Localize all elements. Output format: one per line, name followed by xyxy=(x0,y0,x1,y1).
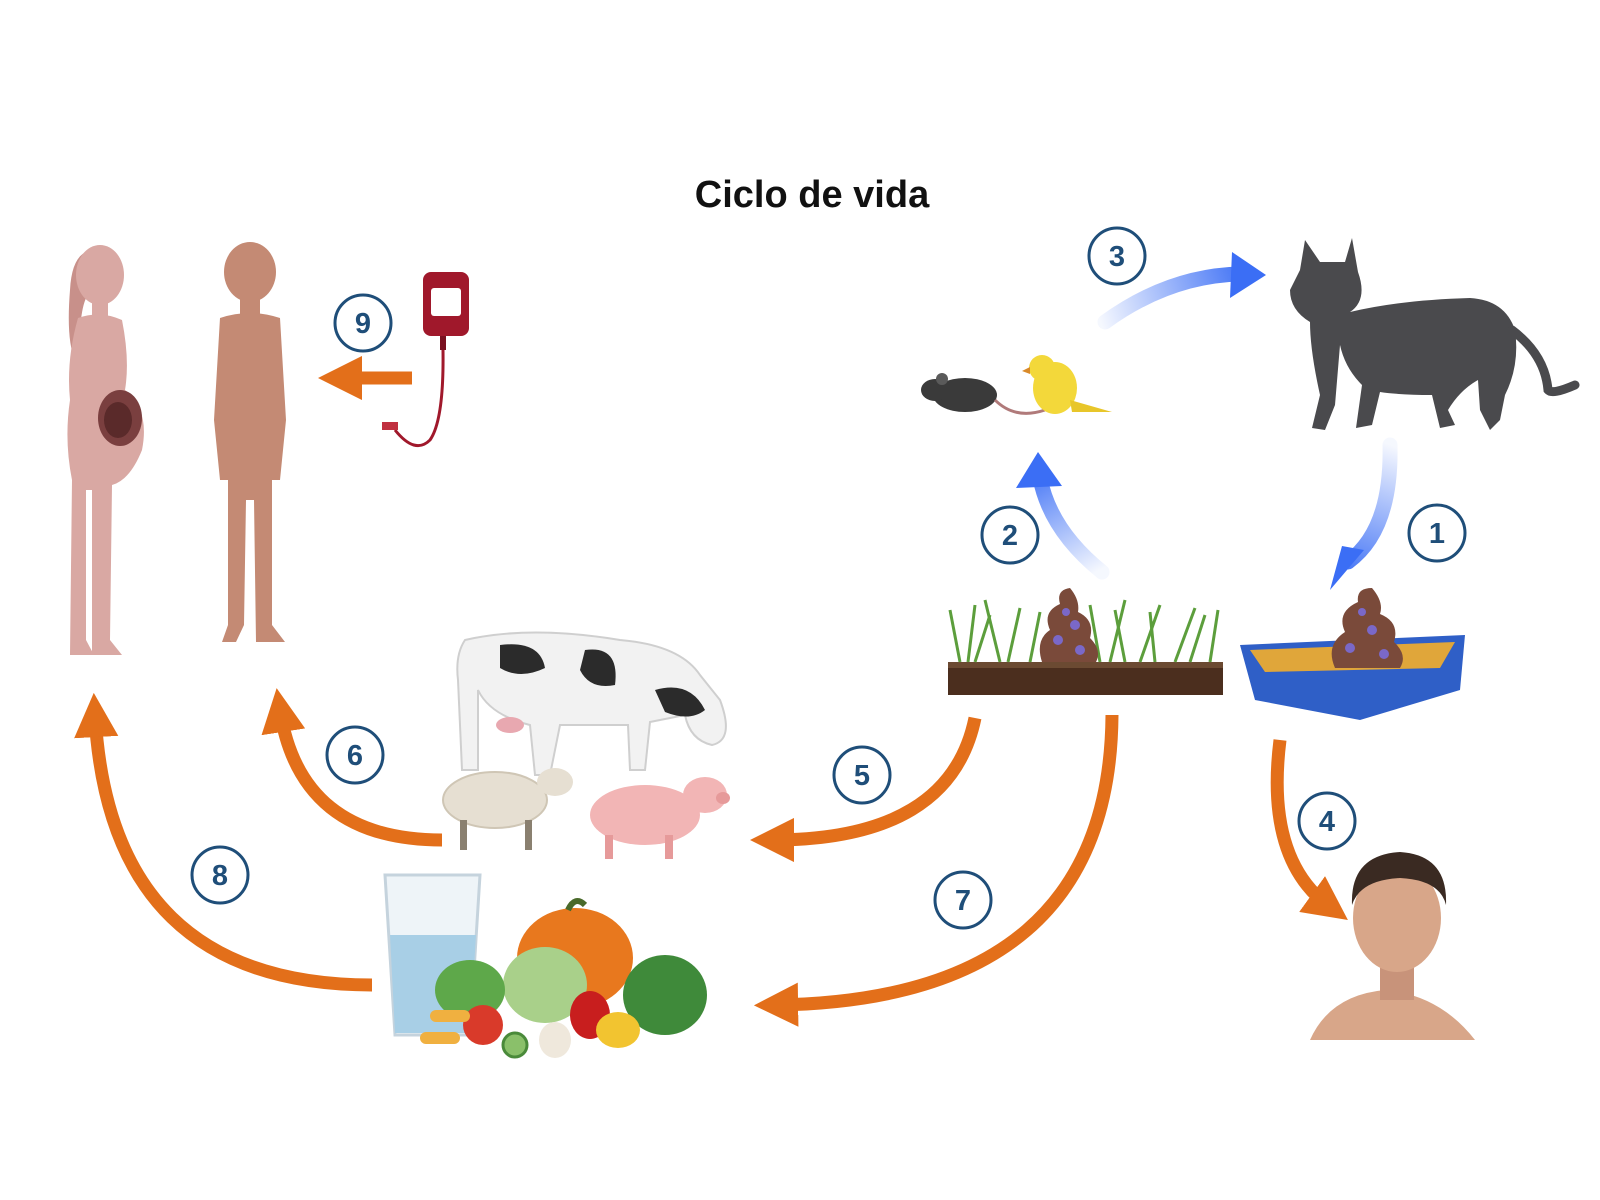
sheep-icon xyxy=(443,768,573,850)
arrow-step-7 xyxy=(776,715,1112,1005)
step-number: 6 xyxy=(347,740,363,772)
canary-icon xyxy=(1022,355,1112,414)
step-badge-4: 4 xyxy=(1299,793,1355,849)
step-badge-9: 9 xyxy=(335,295,391,351)
human-head-icon xyxy=(1310,852,1475,1040)
step-badge-5: 5 xyxy=(834,747,890,803)
step-number: 7 xyxy=(955,885,971,917)
step-badge-6: 6 xyxy=(327,727,383,783)
pig-icon xyxy=(590,777,730,859)
standing-man-icon xyxy=(214,242,286,642)
step-number: 1 xyxy=(1429,518,1445,550)
step-number: 9 xyxy=(355,308,371,340)
cow-icon xyxy=(457,633,726,776)
blood-bag-icon xyxy=(382,272,469,446)
mouse-icon xyxy=(921,373,1045,413)
step-number: 2 xyxy=(1002,520,1018,552)
step-badge-8: 8 xyxy=(192,847,248,903)
step-badge-7: 7 xyxy=(935,872,991,928)
litter-box-icon xyxy=(1240,588,1465,720)
diagram-title: Ciclo de vida xyxy=(695,174,930,216)
step-number: 3 xyxy=(1109,241,1125,273)
soil-with-feces-icon xyxy=(948,588,1223,695)
arrow-step-1 xyxy=(1330,445,1390,590)
step-number: 4 xyxy=(1319,806,1335,838)
step-badge-1: 1 xyxy=(1409,505,1465,561)
step-badge-3: 3 xyxy=(1089,228,1145,284)
step-number: 8 xyxy=(212,860,228,892)
cat-icon xyxy=(1290,238,1575,430)
step-number: 5 xyxy=(854,760,870,792)
pregnant-woman-icon xyxy=(67,245,144,655)
step-badge-2: 2 xyxy=(982,507,1038,563)
